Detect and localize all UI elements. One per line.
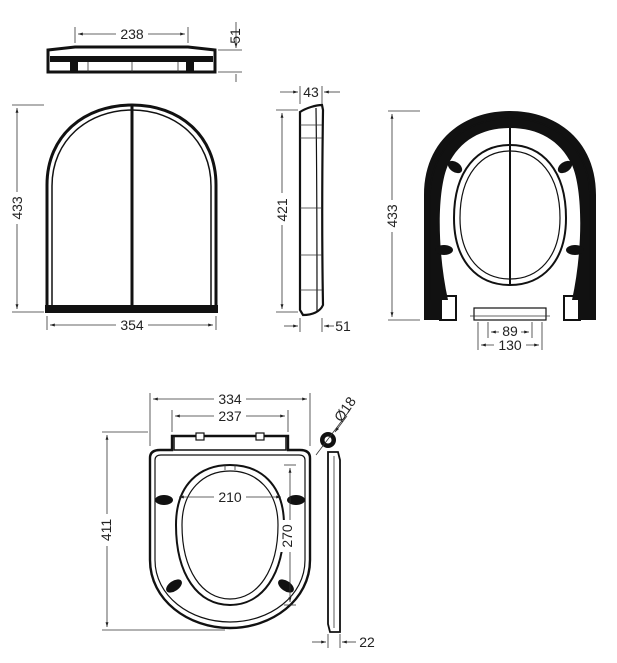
side-lid-view: 43 421 51	[274, 84, 351, 334]
hinge-block	[70, 60, 78, 72]
lid-base-bar	[45, 305, 218, 313]
dim-130-label: 130	[498, 337, 522, 353]
bumper-pad	[435, 245, 453, 255]
dim-421-label: 421	[274, 198, 290, 222]
label-bg	[274, 193, 290, 225]
bumper-pad	[566, 245, 584, 255]
label-bg	[499, 324, 521, 338]
dim-411-label: 411	[98, 519, 114, 542]
seat-bumper	[166, 579, 182, 593]
seat-opening-mark	[224, 465, 236, 470]
dim-433b-label: 433	[384, 204, 400, 228]
dim-354-label: 354	[120, 317, 144, 333]
bumper-pad	[447, 160, 463, 174]
hinge-slot	[563, 295, 581, 321]
seat-opening	[174, 463, 286, 607]
top-hinge-view: 238 51	[46, 22, 243, 82]
dimension-arrow	[334, 415, 348, 433]
seat-side-profile	[327, 451, 341, 633]
seat-side-view: Ø18 22	[312, 394, 375, 650]
label-bg	[214, 392, 246, 406]
seat-hinge-notch	[255, 432, 265, 441]
dim-18-label: Ø18	[331, 394, 359, 425]
label-bg	[214, 409, 246, 423]
dim-22-label: 22	[359, 634, 375, 650]
label-bg	[384, 200, 400, 232]
underside-rim	[424, 111, 596, 320]
dim-51b-label: 51	[335, 318, 351, 334]
underside-opening	[452, 143, 568, 287]
hinge-bar-band	[50, 56, 213, 62]
seat-bumper	[278, 579, 294, 593]
dim-238-label: 238	[120, 26, 144, 42]
label-bg	[116, 27, 148, 41]
front-lid-view: 433 354	[9, 103, 218, 333]
hinge-plate	[473, 307, 547, 321]
label-bg	[116, 318, 148, 332]
underside-opening-inner	[459, 150, 561, 280]
underside-lid-view: 433 89 130	[384, 110, 596, 353]
seat-outline	[148, 434, 312, 630]
label-bg	[214, 490, 246, 504]
seat-hinge-bar	[173, 435, 287, 451]
hinge-block	[186, 60, 194, 72]
dim-270-label: 270	[279, 524, 295, 548]
dim-334-label: 334	[218, 391, 242, 407]
dim-51-label: 51	[227, 28, 243, 44]
dim-237-label: 237	[218, 408, 242, 424]
side-outline	[298, 103, 325, 317]
seat-bumper	[287, 495, 305, 505]
hinge-bar-outline	[46, 45, 217, 74]
label-bg	[280, 520, 296, 552]
label-bg	[9, 192, 25, 224]
seat-bumper	[155, 495, 173, 505]
dim-210-label: 210	[218, 489, 242, 505]
label-bg	[98, 514, 114, 546]
label-bg	[494, 338, 526, 352]
hinge-slot	[439, 295, 457, 321]
leader-line	[315, 409, 351, 456]
dim-43-label: 43	[303, 84, 319, 100]
seat-opening-inner	[181, 470, 279, 600]
dim-89-label: 89	[502, 323, 518, 339]
dim-433-label: 433	[9, 196, 25, 220]
side-inner-line	[315, 107, 318, 313]
seat-hinge-notch	[195, 432, 205, 441]
seat-view: 334 237 210 270 411	[98, 391, 312, 631]
seat-outline-inner	[154, 454, 306, 623]
bumper-pad	[557, 160, 573, 174]
lid-outline	[45, 103, 218, 312]
